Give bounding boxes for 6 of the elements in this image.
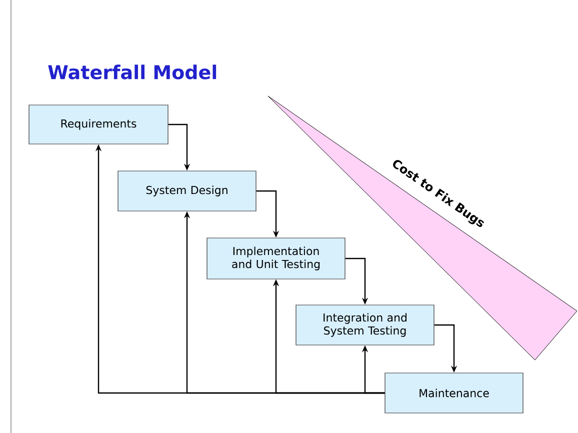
title: Waterfall Model bbox=[48, 64, 216, 80]
process-box: System Design bbox=[118, 170, 256, 212]
process-box: Maintenance bbox=[384, 372, 524, 414]
process-box: Implementation and Unit Testing bbox=[206, 238, 346, 280]
process-box: Requirements bbox=[28, 104, 168, 144]
process-box: Integration and System Testing bbox=[296, 304, 434, 346]
